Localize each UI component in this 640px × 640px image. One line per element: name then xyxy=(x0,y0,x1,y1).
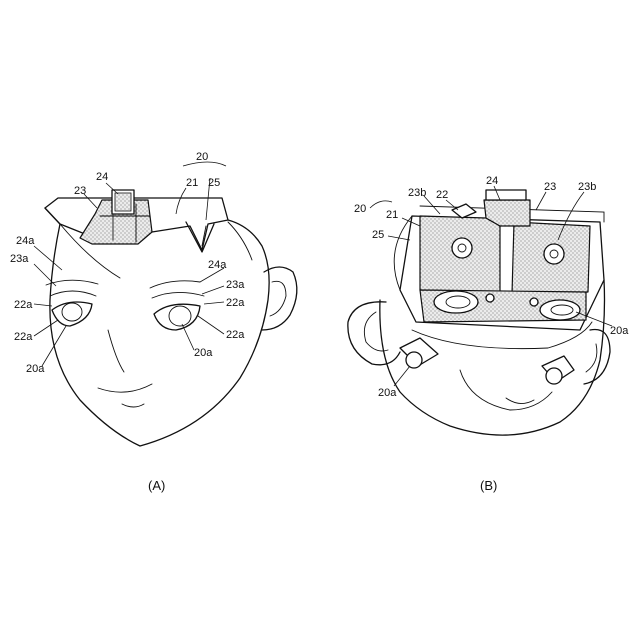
label-20a-bottom-b: 20a xyxy=(378,387,397,399)
labels-a: 20 21 25 24 23 24a 23a 22a 22a 20a 24a 2… xyxy=(10,151,245,493)
figure-b-head-rear xyxy=(347,189,611,436)
left-ear-b xyxy=(347,301,401,366)
face-shell-b xyxy=(379,279,606,436)
label-20a-right: 20a xyxy=(194,347,213,359)
face-outline xyxy=(44,207,270,447)
label-22a-right-1: 22a xyxy=(226,297,245,309)
label-24-a: 24 xyxy=(96,171,108,183)
label-20-a: 20 xyxy=(196,151,208,163)
leader-lines-b xyxy=(369,185,613,387)
left-eyebrow-a xyxy=(45,279,99,286)
bolt-left-b xyxy=(451,237,473,259)
nose-a xyxy=(107,329,125,373)
label-23a-left: 23a xyxy=(10,253,29,265)
label-20a-right-b: 20a xyxy=(610,325,629,337)
bolt-right-b xyxy=(543,243,565,265)
figure-a-head-front xyxy=(44,189,298,447)
label-20a-left: 20a xyxy=(26,363,45,375)
labels-b: 20 21 25 23b 22 24 23 23b 20a 20a (B) xyxy=(354,175,629,493)
label-24a-left: 24a xyxy=(16,235,35,247)
label-21-a: 21 xyxy=(186,177,198,189)
right-ear-b xyxy=(583,328,611,385)
mouth-a xyxy=(97,383,153,393)
label-23-a: 23 xyxy=(74,185,86,197)
label-25-b: 25 xyxy=(372,229,384,241)
label-23b-right: 23b xyxy=(578,181,596,193)
eye-mount-right-b xyxy=(539,299,581,321)
label-21-b: 21 xyxy=(386,209,398,221)
leader-lines-a xyxy=(33,161,227,367)
label-22a-left-2: 22a xyxy=(14,331,33,343)
label-23a-right: 23a xyxy=(226,279,245,291)
label-22-b: 22 xyxy=(436,189,448,201)
label-24a-right: 24a xyxy=(208,259,227,271)
v-notch-a xyxy=(185,221,215,253)
label-23b-left: 23b xyxy=(408,187,426,199)
label-22a-right-2: 22a xyxy=(226,329,245,341)
right-eyebrow-a xyxy=(149,280,201,289)
label-24-b: 24 xyxy=(486,175,498,187)
eye-mount-left-b xyxy=(433,290,479,314)
caption-a: (A) xyxy=(148,478,165,493)
left-eye-a xyxy=(51,301,93,327)
caption-b: (B) xyxy=(480,478,497,493)
ear-a xyxy=(261,266,298,331)
label-22a-left-1: 22a xyxy=(14,299,33,311)
label-23-b: 23 xyxy=(544,181,556,193)
label-20-b: 20 xyxy=(354,203,366,215)
right-eye-a xyxy=(153,303,201,331)
label-25-a: 25 xyxy=(208,177,220,189)
